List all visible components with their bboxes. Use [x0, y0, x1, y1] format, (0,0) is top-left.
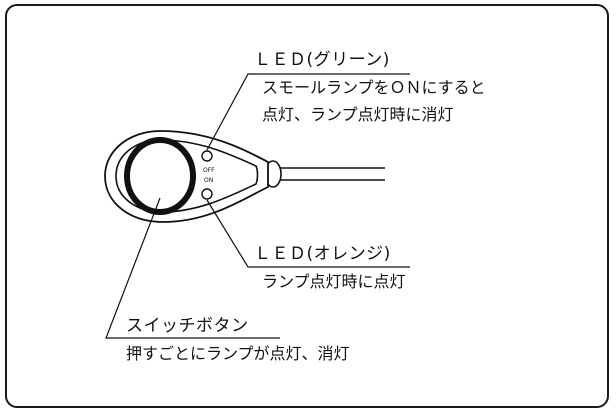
led-green-title: ＬＥＤ(グリーン)	[254, 50, 390, 70]
push-button	[124, 137, 196, 215]
led-orange-description: ランプ点灯時に点灯	[262, 272, 406, 291]
led-green-indicator	[201, 150, 213, 162]
switch-button-title: スイッチボタン	[126, 316, 249, 336]
leader-line-switch	[105, 197, 280, 339]
leader-line-led-green	[206, 73, 410, 151]
led-green-description-line1: スモールランプをＯＮにすると	[262, 78, 486, 97]
switch-inner-outline	[115, 139, 259, 213]
leader-line-led-orange	[206, 199, 410, 268]
led-orange-title: ＬＥＤ(オレンジ)	[254, 244, 391, 264]
switch-button-description: 押すごとにランプが点灯、消灯	[126, 344, 350, 363]
led-green-description-line2: 点灯、ランプ点灯時に消灯	[262, 105, 454, 124]
led-orange-indicator	[201, 188, 213, 200]
cable	[280, 167, 385, 181]
on-label: ON	[204, 177, 213, 184]
diagram-frame	[5, 4, 609, 408]
off-label: OFF	[203, 167, 215, 174]
